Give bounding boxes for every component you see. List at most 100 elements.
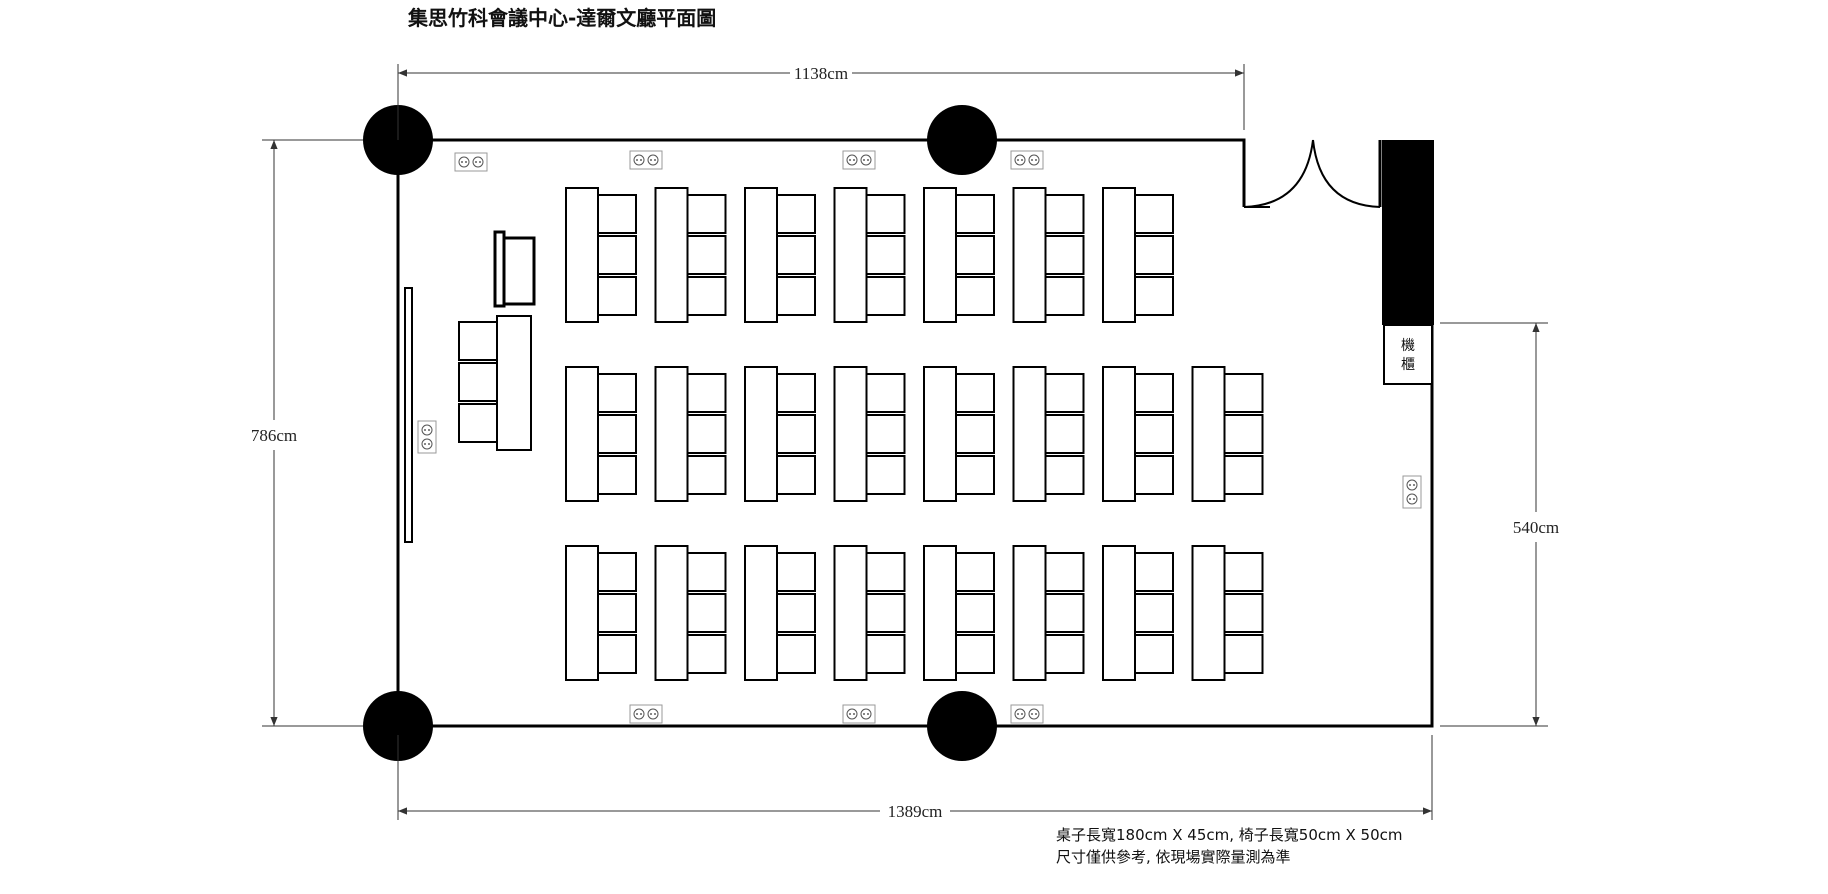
podium <box>493 230 536 308</box>
dimension-lines <box>262 64 1548 820</box>
chair <box>1044 235 1085 275</box>
note-line-2: 尺寸僅供參考, 依現場實際量測為準 <box>1056 848 1291 866</box>
table <box>833 187 868 323</box>
dimension-right: 540cm <box>1513 518 1559 537</box>
outlet-icon <box>1010 150 1044 170</box>
outlet-icon <box>1010 704 1044 724</box>
chair <box>597 276 637 316</box>
chair <box>597 593 637 633</box>
chair <box>955 276 995 316</box>
chair <box>597 455 637 495</box>
chair <box>1044 276 1085 316</box>
cabinet-label-1: 機 <box>1401 338 1415 354</box>
chair <box>776 455 816 495</box>
chair <box>686 276 727 316</box>
chair <box>1044 455 1085 495</box>
chair <box>1044 414 1085 454</box>
table <box>1102 187 1136 323</box>
speaker-chair <box>458 321 498 361</box>
chair <box>865 276 906 316</box>
chair <box>955 414 995 454</box>
wall-block <box>1382 140 1434 325</box>
outlets <box>417 150 1422 724</box>
chair <box>1134 235 1174 275</box>
chair <box>1134 552 1174 592</box>
chair <box>1134 194 1174 234</box>
chair <box>1223 634 1264 674</box>
chair <box>1134 593 1174 633</box>
chair <box>1134 276 1174 316</box>
outlet-icon <box>454 152 488 172</box>
table <box>565 545 599 681</box>
chair <box>865 235 906 275</box>
chair <box>1223 455 1264 495</box>
chair <box>776 593 816 633</box>
chair <box>865 414 906 454</box>
table <box>923 187 957 323</box>
chair <box>597 235 637 275</box>
chair <box>1044 593 1085 633</box>
pillar <box>927 691 997 761</box>
dimension-left: 786cm <box>251 426 297 445</box>
table <box>1012 187 1047 323</box>
chair <box>1223 373 1264 413</box>
chair <box>1223 593 1264 633</box>
chair <box>955 552 995 592</box>
cabinet: 機 櫃 <box>1383 324 1433 385</box>
table <box>1012 366 1047 502</box>
table <box>654 545 689 681</box>
table <box>1102 545 1136 681</box>
door <box>1243 139 1381 208</box>
chair <box>1223 552 1264 592</box>
chair <box>686 194 727 234</box>
chair <box>776 634 816 674</box>
chair <box>1134 634 1174 674</box>
table <box>923 545 957 681</box>
chair <box>865 194 906 234</box>
table <box>744 545 778 681</box>
chair <box>865 552 906 592</box>
table <box>565 187 599 323</box>
chair <box>955 455 995 495</box>
speaker-table <box>458 315 532 451</box>
chair <box>955 593 995 633</box>
chair <box>1044 373 1085 413</box>
table <box>744 187 778 323</box>
speaker-chair <box>458 403 498 443</box>
dimension-bottom: 1389cm <box>888 802 943 821</box>
chair <box>955 373 995 413</box>
chair <box>1134 373 1174 413</box>
pillar <box>363 691 433 761</box>
chair <box>1044 194 1085 234</box>
chair <box>686 373 727 413</box>
chair <box>686 552 727 592</box>
chair <box>865 634 906 674</box>
pillar <box>927 105 997 175</box>
table <box>1191 545 1226 681</box>
table <box>1012 545 1047 681</box>
table <box>1191 366 1226 502</box>
chair <box>686 235 727 275</box>
chair <box>597 194 637 234</box>
table <box>923 366 957 502</box>
plan-title: 集思竹科會議中心-達爾文廳平面圖 <box>408 6 717 30</box>
chair <box>1134 455 1174 495</box>
chair <box>776 235 816 275</box>
outlet-icon <box>629 150 663 170</box>
chair <box>1134 414 1174 454</box>
chair <box>597 552 637 592</box>
chair <box>1223 414 1264 454</box>
table <box>565 366 599 502</box>
chair <box>597 414 637 454</box>
chair <box>865 455 906 495</box>
chair <box>1044 552 1085 592</box>
table <box>654 366 689 502</box>
dimension-top: 1138cm <box>794 64 848 83</box>
outlet-icon <box>842 704 876 724</box>
chair <box>686 455 727 495</box>
seating-area <box>565 187 1264 681</box>
chair <box>597 373 637 413</box>
chair <box>686 593 727 633</box>
